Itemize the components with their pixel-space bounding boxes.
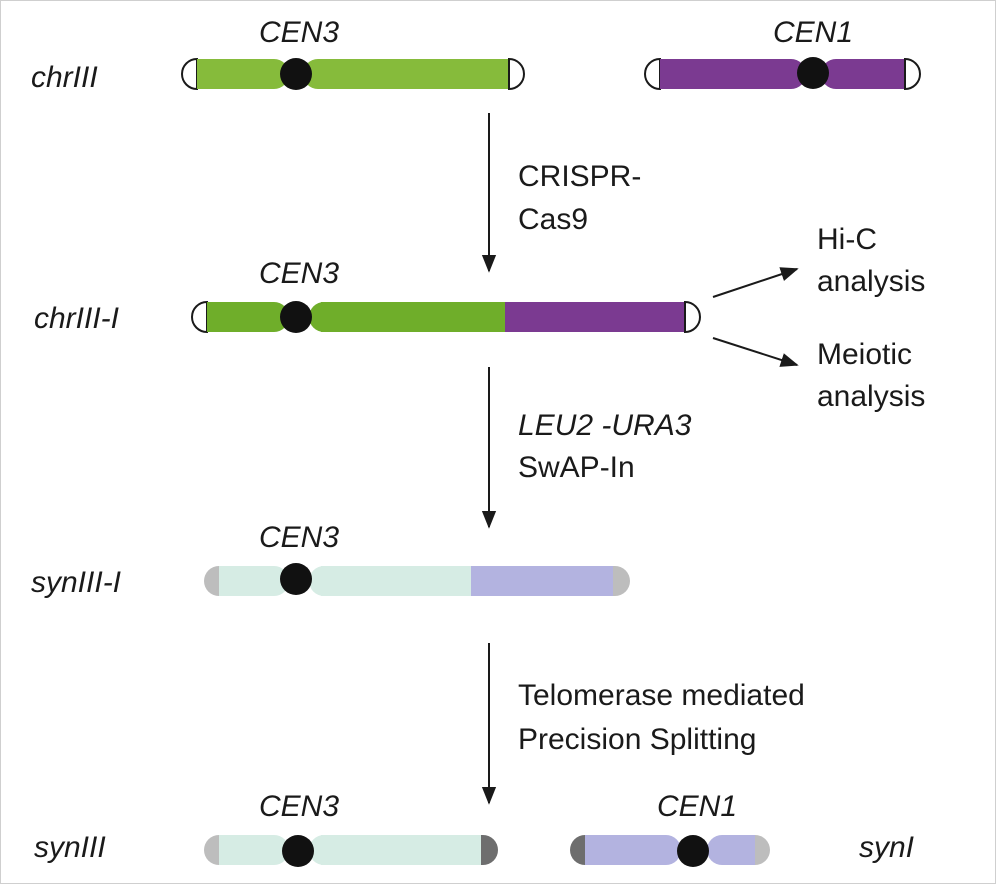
fused-chr1-segment — [505, 302, 685, 332]
step2-label-line2: SwAP-In — [518, 451, 635, 484]
syn1-left-arm — [585, 835, 681, 865]
syn31-centromere — [280, 563, 312, 595]
chr3-right-arm — [303, 59, 509, 89]
chr3-left-telomere — [181, 57, 198, 91]
hic-arrow — [712, 267, 799, 298]
step2-label-line1: LEU2 -URA3 — [518, 409, 692, 442]
chr3-centromere — [280, 58, 312, 90]
syn31-right-telomere — [613, 566, 630, 596]
step3-label-line1: Telomerase mediated — [518, 679, 805, 712]
row4-cen3-label: CEN3 — [259, 790, 339, 823]
chr1-left-arm — [660, 59, 806, 89]
fused-right-telomere — [684, 300, 701, 334]
chr1-left-telomere — [644, 57, 661, 91]
syn31-chr1-segment — [471, 566, 613, 596]
chr3-chromosome — [181, 57, 525, 91]
fused-left-arm — [207, 302, 289, 332]
syn1-chromosome — [570, 835, 770, 867]
meiotic-arrow — [712, 337, 799, 367]
chr1-right-arm — [821, 59, 905, 89]
hic-label-line2: analysis — [817, 265, 925, 298]
row1-cen3-label: CEN3 — [259, 16, 339, 49]
syn3-chromosome — [204, 835, 498, 867]
row1-cen1-label: CEN1 — [773, 16, 853, 49]
chr3-left-arm — [197, 59, 289, 89]
row2-chromosome-label: chrIII-I — [34, 302, 119, 335]
syn31-left-telomere — [204, 566, 219, 596]
meiotic-label-line2: analysis — [817, 380, 925, 413]
syn1-right-telomere — [755, 835, 770, 865]
chr3-right-telomere — [508, 57, 525, 91]
step3-label-line2: Precision Splitting — [518, 723, 756, 756]
hic-label-line1: Hi-C — [817, 223, 877, 256]
fused-left-telomere — [191, 300, 208, 334]
step1-label-line2: Cas9 — [518, 203, 588, 236]
syn3-right-telomere — [481, 835, 498, 865]
row3-chromosome-label: synIII-I — [31, 566, 121, 599]
fused-centromere — [280, 301, 312, 333]
row2-cen3-label: CEN3 — [259, 257, 339, 290]
chr1-centromere — [797, 57, 829, 89]
synthetic-chr3-1-chromosome — [204, 563, 630, 596]
row4-cen1-label: CEN1 — [657, 790, 737, 823]
fused-chr3-1-chromosome — [191, 300, 701, 334]
chr1-chromosome — [644, 57, 921, 91]
syn3-centromere — [282, 835, 314, 867]
syn1-left-telomere — [570, 835, 585, 865]
syn1-centromere — [677, 835, 709, 867]
row3-cen3-label: CEN3 — [259, 521, 339, 554]
row4-left-label: synIII — [34, 831, 106, 864]
syn3-left-telomere — [204, 835, 219, 865]
row1-chromosome-label: chrIII — [31, 61, 98, 94]
chr1-right-telomere — [904, 57, 921, 91]
step1-label-line1: CRISPR- — [518, 160, 641, 193]
meiotic-label-line1: Meiotic — [817, 338, 912, 371]
row4-right-label: synI — [859, 831, 914, 864]
